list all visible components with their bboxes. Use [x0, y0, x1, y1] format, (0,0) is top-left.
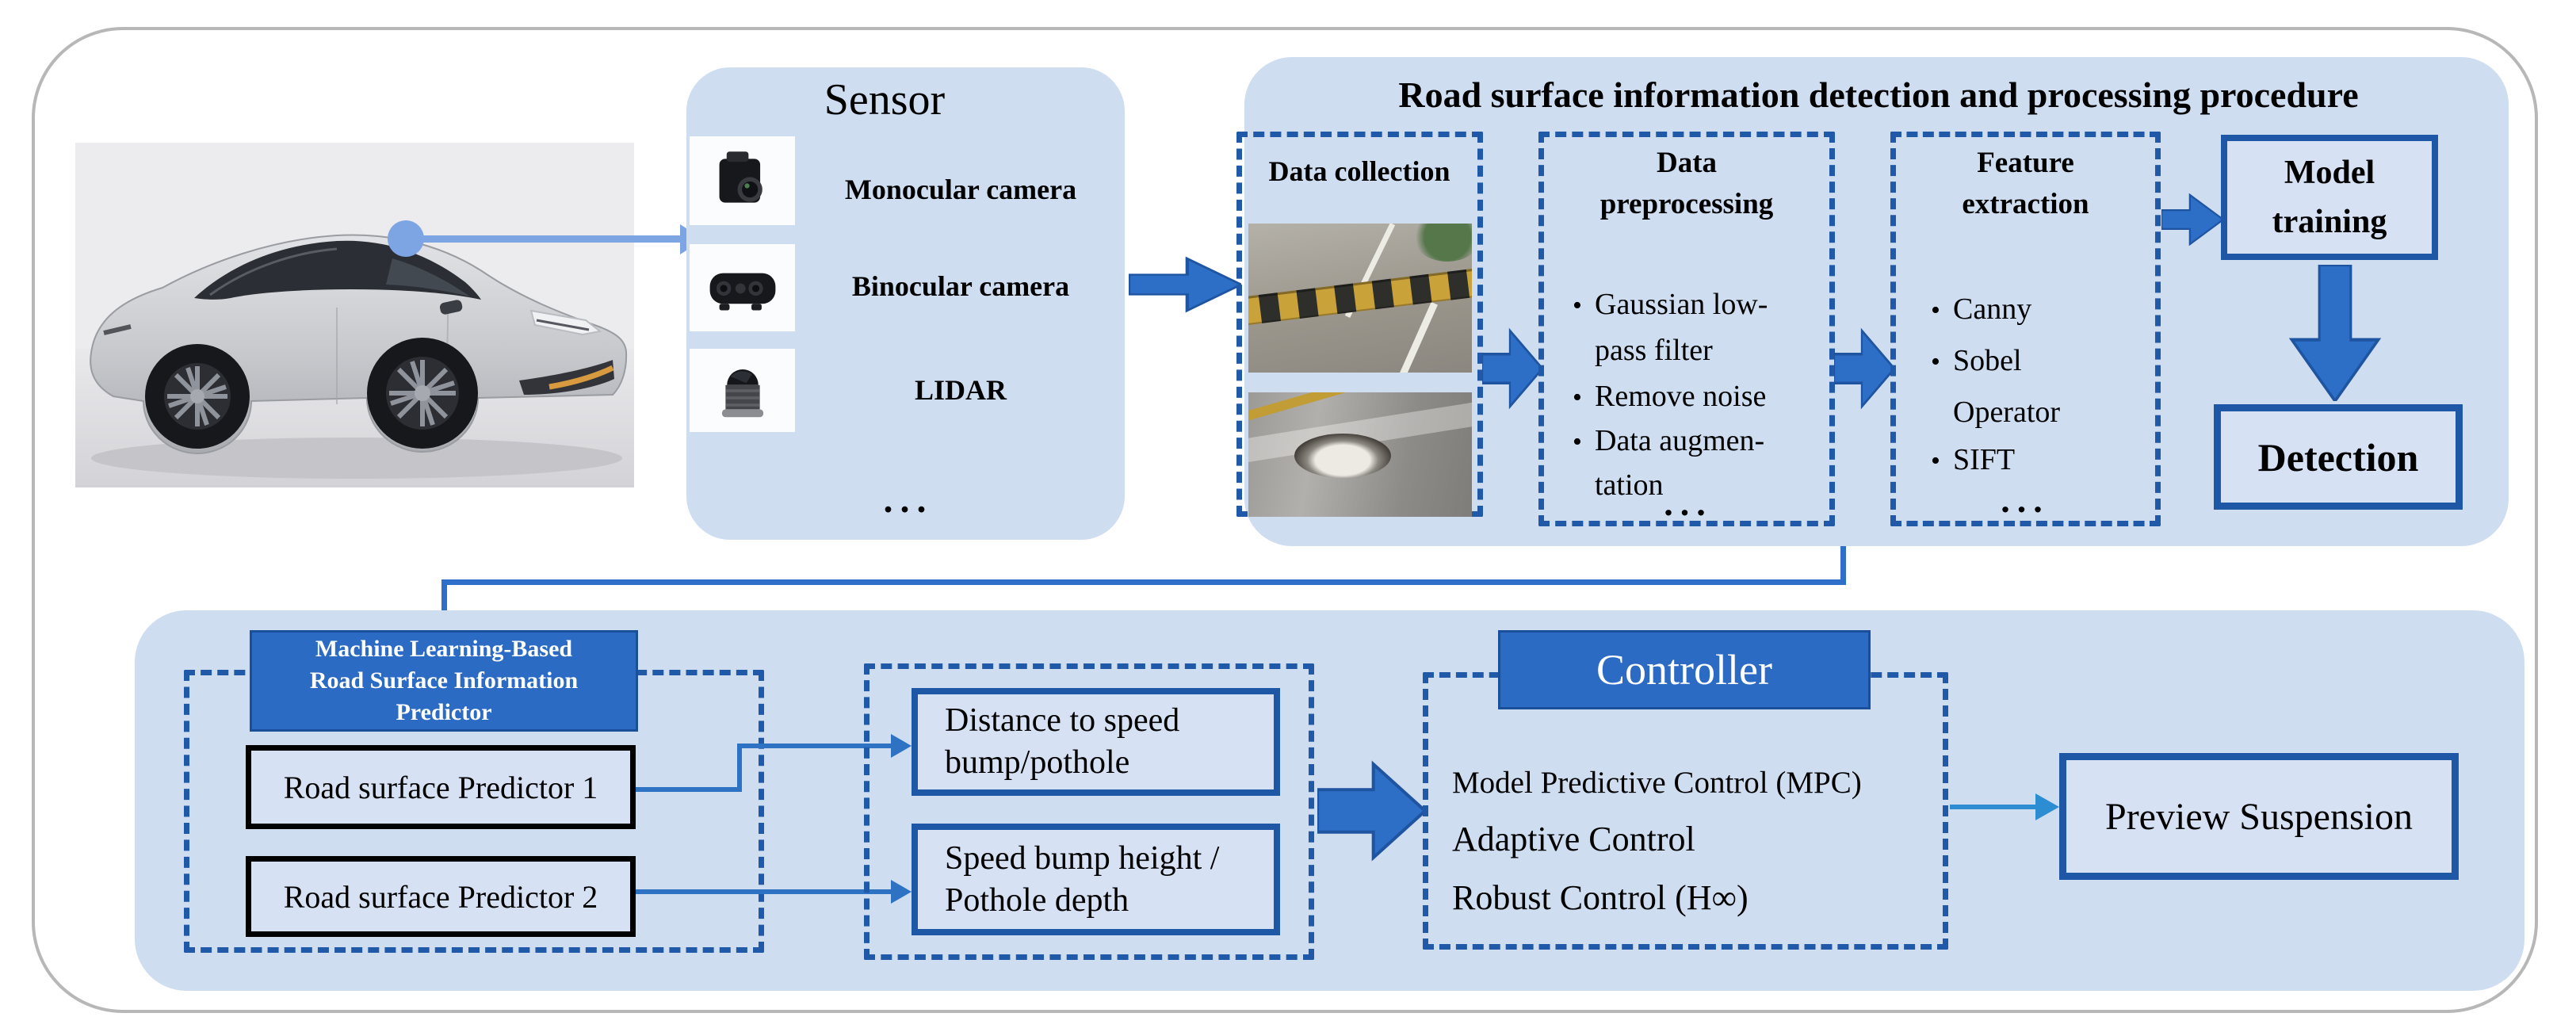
- front-wheel: [367, 338, 478, 449]
- extraction-item: • Sobel: [1918, 338, 2156, 384]
- road-surface-predictor-2-box: Road surface Predictor 2: [246, 856, 636, 937]
- preview-suspension-box: Preview Suspension: [2059, 753, 2459, 880]
- data-collection-title: Data collection: [1268, 155, 1450, 187]
- predictor1-connector-v: [737, 744, 742, 792]
- ml-predictor-header: Machine Learning-Based Road Surface Info…: [250, 630, 638, 732]
- rear-wheel: [145, 344, 250, 449]
- bullet-icon: •: [1573, 291, 1582, 320]
- lane-line: [1396, 301, 1438, 373]
- data-preprocessing-box: [1538, 132, 1835, 526]
- road-markings: [1248, 392, 1360, 422]
- binocular-camera-icon: [690, 244, 795, 331]
- bullet-icon: •: [1573, 427, 1582, 457]
- height-line1: Speed bump height /: [945, 839, 1220, 877]
- preprocessing-item: pass filter: [1560, 328, 1829, 373]
- lidar-icon: [690, 349, 795, 432]
- road-info-output-box: [864, 663, 1314, 960]
- predictor2-arrow-head: [891, 880, 912, 904]
- sensor-item-label: LIDAR: [914, 374, 1007, 406]
- preprocessing-more-dots: ...: [1664, 482, 1713, 523]
- height-line2: Pothole depth: [945, 881, 1129, 919]
- sensor-item-label: Monocular camera: [844, 174, 1077, 205]
- pothole-photo: [1248, 392, 1472, 517]
- extraction-item-text: SIFT: [1953, 443, 2016, 476]
- procedure-title: Road surface information detection and p…: [1398, 74, 2359, 115]
- preprocessing-item-text: Remove noise: [1595, 380, 1767, 413]
- bullet-icon: •: [1573, 383, 1582, 412]
- foliage: [1413, 224, 1472, 262]
- bullet-icon: •: [1931, 347, 1940, 377]
- pothole: [1294, 434, 1391, 478]
- procedure-to-predictor-connector-vertical-right: [1840, 546, 1846, 583]
- sensor-title: Sensor: [824, 75, 946, 124]
- controller-method: Model Predictive Control (MPC): [1452, 766, 1862, 800]
- bullet-icon: •: [1931, 446, 1940, 476]
- predictor1-connector-h2: [737, 744, 894, 748]
- ml-header-line2: Road Surface Information: [309, 667, 579, 694]
- model-training-box: Model training: [2221, 135, 2438, 260]
- feature-extraction-box: [1890, 132, 2161, 526]
- predictor1-connector-h1: [636, 787, 742, 792]
- ml-header-line3: Predictor: [396, 699, 492, 725]
- outer-frame: [32, 27, 2538, 1013]
- predictor1-arrow-head: [891, 734, 912, 758]
- road-surface-predictor-1-box: Road surface Predictor 1: [246, 745, 636, 829]
- preprocessing-item: • Gaussian low-: [1560, 282, 1829, 328]
- preprocessing-item: tation: [1560, 463, 1829, 507]
- distance-line1: Distance to speed: [945, 702, 1180, 739]
- controller-header: Controller: [1498, 630, 1871, 709]
- model-training-line1: Model: [2284, 155, 2375, 191]
- distance-line2: bump/pothole: [945, 744, 1130, 781]
- procedure-to-predictor-connector-vertical-left: [441, 583, 447, 618]
- predictor2-connector-h: [636, 889, 894, 894]
- preprocessing-item-text: Data augmen-: [1595, 424, 1765, 457]
- model-training-line2: training: [2272, 204, 2387, 240]
- detection-box: Detection: [2214, 404, 2463, 510]
- height-depth-output-box: Speed bump height / Pothole depth: [912, 824, 1280, 935]
- controller-to-preview-line: [1950, 805, 2041, 809]
- car-photo: [75, 143, 634, 487]
- car-roof-dot: [388, 220, 424, 257]
- outputs-to-controller-arrow: [1317, 760, 1425, 862]
- extraction-item: • Canny: [1918, 287, 2156, 333]
- controller-to-preview-arrow-head: [2035, 793, 2059, 820]
- preprocessing-item: • Data augmen-: [1560, 419, 1829, 464]
- preprocessing-item-text: tation: [1595, 468, 1664, 502]
- sensor-item-label: Binocular camera: [851, 270, 1070, 302]
- preprocessing-item-text: pass filter: [1595, 334, 1713, 367]
- sensor-to-procedure-arrow: [1129, 256, 1241, 313]
- extraction-item-text: Sobel: [1953, 344, 2022, 377]
- car-to-sensor-arrow-line: [420, 235, 682, 243]
- feature-extraction-title-line1: Feature: [1977, 146, 2074, 179]
- preprocessing-item-text: Gaussian low-: [1595, 288, 1768, 321]
- car-illustration: [75, 143, 634, 487]
- collection-to-preprocessing-arrow: [1482, 327, 1542, 410]
- extraction-item: • SIFT: [1918, 438, 2156, 484]
- bullet-icon: •: [1931, 296, 1940, 325]
- data-preprocessing-title-line1: Data: [1656, 146, 1718, 179]
- monocular-camera-icon: [690, 136, 795, 225]
- data-preprocessing-title-line2: preprocessing: [1599, 187, 1774, 220]
- extraction-item: Operator: [1918, 390, 2156, 434]
- speed-bump-photo: [1248, 224, 1472, 373]
- ml-header-line1: Machine Learning-Based: [315, 636, 573, 662]
- sensor-more-dots: ...: [883, 478, 934, 521]
- procedure-to-predictor-connector-horizontal: [441, 579, 1846, 585]
- model-to-detection-arrow: [2288, 265, 2382, 401]
- extraction-item-text: Canny: [1953, 292, 2032, 326]
- feature-extraction-title-line2: extraction: [1962, 187, 2089, 220]
- extraction-to-model-arrow: [2161, 193, 2223, 247]
- extraction-more-dots: ...: [2001, 479, 2050, 520]
- preprocessing-to-extraction-arrow: [1834, 327, 1894, 410]
- controller-method: Robust Control (H∞): [1452, 878, 1749, 917]
- preprocessing-item: • Remove noise: [1560, 374, 1829, 420]
- speed-bump-stripe: [1248, 267, 1472, 326]
- controller-method: Adaptive Control: [1452, 820, 1695, 858]
- distance-output-box: Distance to speed bump/pothole: [912, 688, 1280, 796]
- extraction-item-text: Operator: [1953, 396, 2061, 429]
